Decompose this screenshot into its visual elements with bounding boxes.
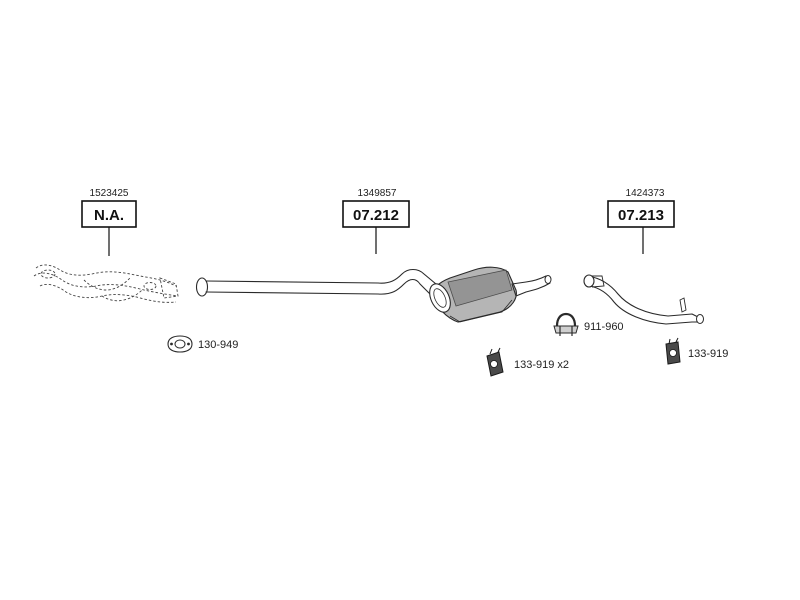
- middle-outlet-end: [544, 275, 552, 284]
- middle-pipe-flange: [195, 277, 209, 297]
- rear-pipe: [587, 275, 701, 325]
- oem-number-rear: 1424373: [626, 188, 665, 199]
- rear-pipe-inlet: [583, 274, 595, 288]
- rear-pipe-hanger-bracket: [679, 297, 687, 313]
- accessory-gasket[interactable]: 130-949: [167, 335, 238, 353]
- accessory-pipe-clamp[interactable]: 911-960: [553, 312, 624, 336]
- part-number-middle: 07.212: [353, 207, 399, 224]
- accessory-label-pipe-clamp: 911-960: [584, 321, 624, 333]
- rear-pipe-sleeve: [591, 275, 605, 288]
- accessory-label-rubber-mount: 133-919: [688, 348, 728, 360]
- rubber-mount-icon: [486, 347, 504, 377]
- rubber-mount-icon: [665, 337, 681, 365]
- part-box-rear[interactable]: [607, 200, 675, 228]
- accessory-rubber-mount[interactable]: 133-919: [665, 337, 728, 365]
- accessory-rubber-mount-pair[interactable]: 133-919 x2: [486, 347, 569, 377]
- part-number-front: N.A.: [94, 207, 124, 224]
- oem-number-front: 1523425: [90, 188, 129, 199]
- middle-outlet-pipe: [511, 275, 551, 297]
- middle-silencer: [429, 266, 517, 323]
- oem-number-middle: 1349857: [358, 188, 397, 199]
- accessory-label-gasket: 130-949: [198, 339, 238, 351]
- front-section-outline: [33, 264, 179, 303]
- gasket-icon: [167, 335, 193, 353]
- pipe-clamp-icon: [553, 312, 579, 336]
- part-group-front: 1523425 N.A.: [33, 188, 179, 303]
- part-box-middle[interactable]: [342, 200, 410, 228]
- part-number-rear: 07.213: [618, 207, 664, 224]
- part-group-rear: 1424373 07.213: [583, 188, 704, 325]
- rear-pipe-tailpipe: [696, 314, 704, 324]
- part-group-middle: 1349857 07.212: [195, 188, 552, 323]
- middle-pipe: [205, 268, 437, 297]
- accessory-label-rubber-mount-pair: 133-919 x2: [514, 359, 569, 371]
